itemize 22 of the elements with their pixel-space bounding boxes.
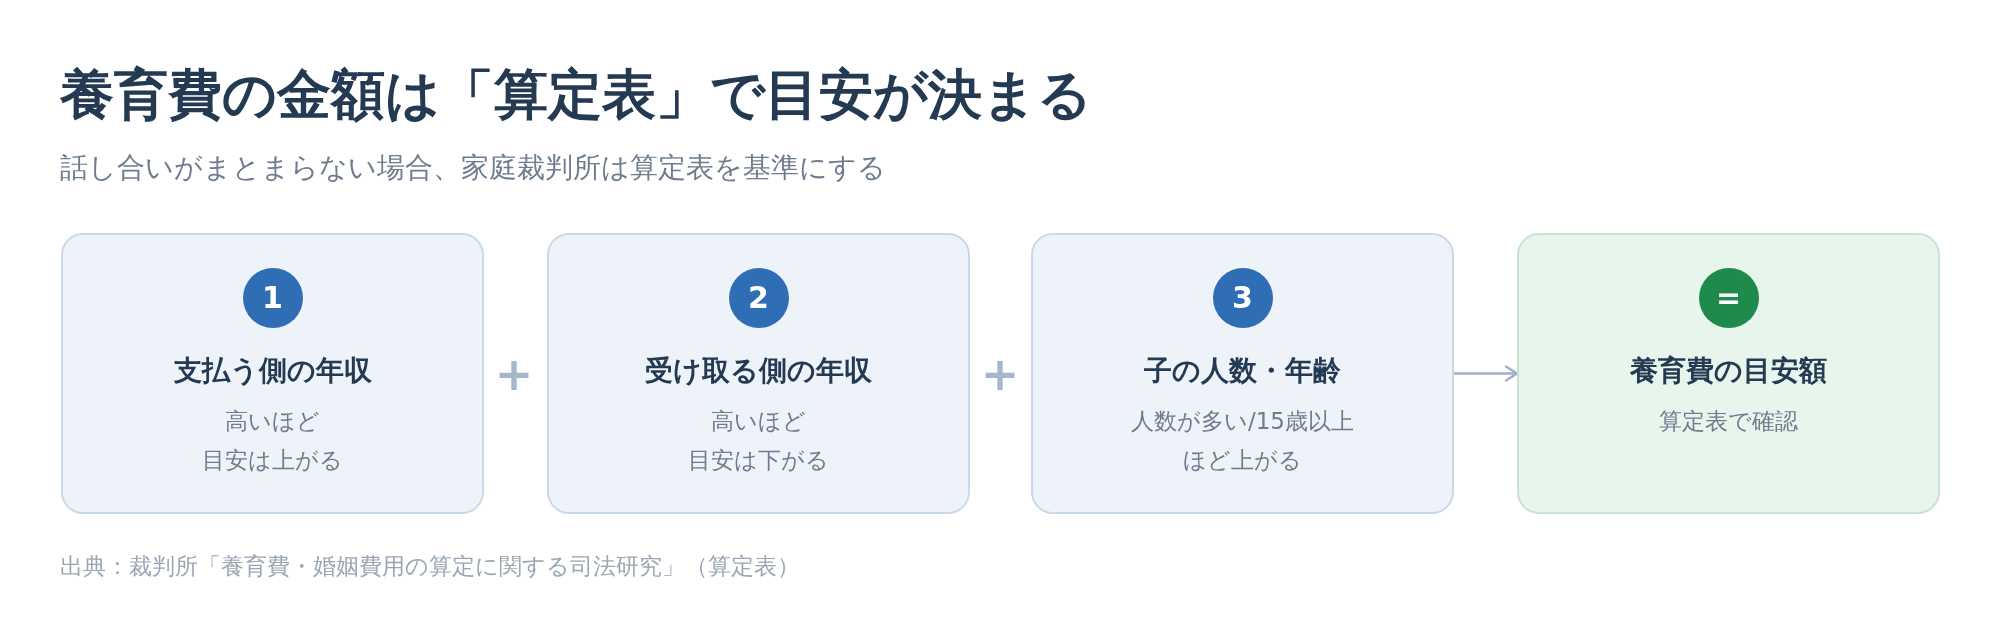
card-heading: 受け取る側の年収: [645, 353, 872, 389]
subtitle: 話し合いがまとまらない場合、家庭裁判所は算定表を基準にする: [60, 150, 886, 186]
step-number-badge: 3: [1212, 268, 1273, 328]
card-heading: 養育費の目安額: [1630, 353, 1827, 389]
card-description: 算定表で確認: [1659, 407, 1798, 436]
factor-card: [61, 233, 484, 514]
plus-sign: +: [980, 349, 1020, 399]
card-heading: 子の人数・年齢: [1144, 353, 1341, 389]
source-note: 出典：裁判所「養育費・婚姻費用の算定に関する司法研究」（算定表）: [60, 552, 800, 581]
factor-card: [547, 233, 970, 514]
step-number-badge: 1: [242, 268, 303, 328]
plus-sign: +: [494, 349, 534, 399]
card-description: 高いほど目安は下がる: [688, 407, 829, 475]
equals-badge: =: [1698, 268, 1759, 328]
arrow: [1454, 365, 1519, 382]
title: 養育費の金額は「算定表」で目安が決まる: [60, 62, 1092, 128]
card-heading: 支払う側の年収: [173, 353, 372, 389]
card-description: 人数が多い/15歳以上ほど上がる: [1131, 407, 1354, 475]
card-description: 高いほど目安は上がる: [202, 407, 343, 475]
factor-card: [1031, 233, 1454, 514]
result-card: [1517, 233, 1940, 514]
step-number-badge: 2: [728, 268, 789, 328]
